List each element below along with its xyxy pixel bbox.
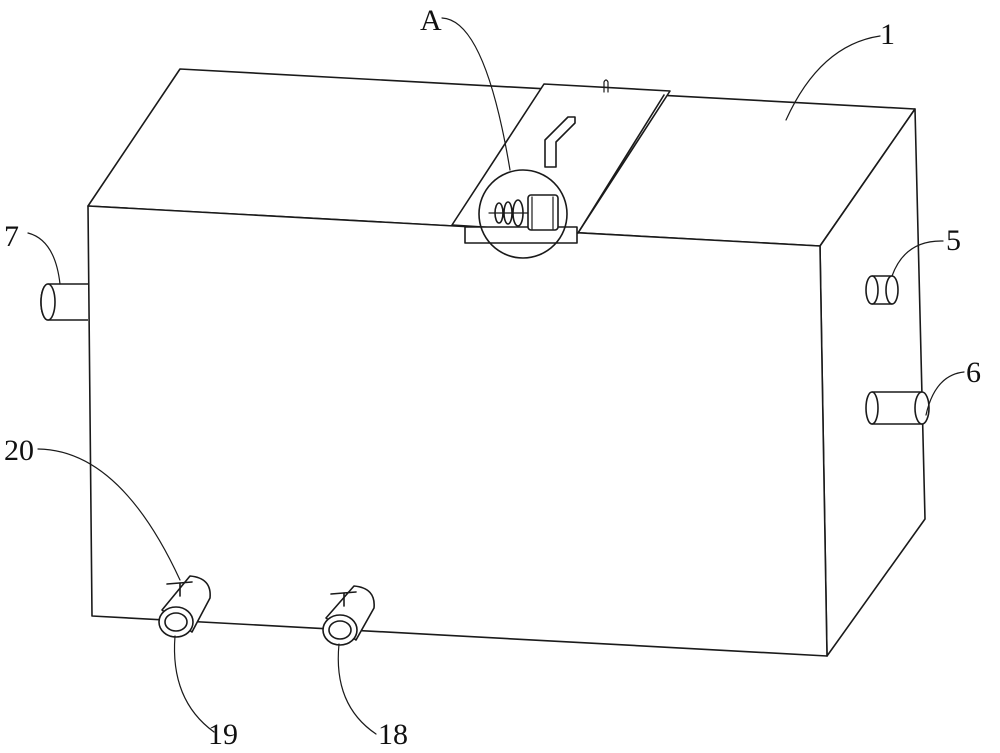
- leader-20: [37, 448, 181, 581]
- valve-18-handle: [330, 591, 357, 607]
- leader-a: [441, 17, 511, 171]
- valve-20-handle: [166, 581, 193, 597]
- label-7: 7: [4, 220, 19, 253]
- label-a: A: [420, 4, 442, 37]
- reference-labels: 1 A 7 5 6 20 19 18: [4, 4, 981, 751]
- leader-18: [337, 643, 377, 735]
- detail-a-circle: [478, 169, 568, 259]
- pipe-7: [40, 283, 88, 321]
- leader-7: [27, 232, 61, 285]
- label-5: 5: [946, 224, 961, 257]
- leader-19: [173, 635, 215, 733]
- leader-6: [925, 371, 965, 416]
- lid-assembly: [451, 79, 671, 259]
- label-1: 1: [880, 18, 895, 51]
- lid-pin: [603, 79, 609, 93]
- pipe-6: [865, 391, 930, 425]
- outlet-pipe-19: [158, 575, 211, 638]
- leader-lines: [27, 17, 965, 735]
- leader-1: [785, 35, 881, 121]
- tank-body: [87, 68, 926, 657]
- label-6: 6: [966, 356, 981, 389]
- outlet-pipe-18: [322, 585, 375, 646]
- label-18: 18: [378, 718, 408, 751]
- leader-5: [891, 240, 944, 277]
- pipe-5: [865, 275, 899, 305]
- motor-mount-plate: [464, 226, 578, 244]
- lid-handle: [544, 116, 576, 168]
- label-19: 19: [208, 718, 238, 751]
- label-20: 20: [4, 434, 34, 467]
